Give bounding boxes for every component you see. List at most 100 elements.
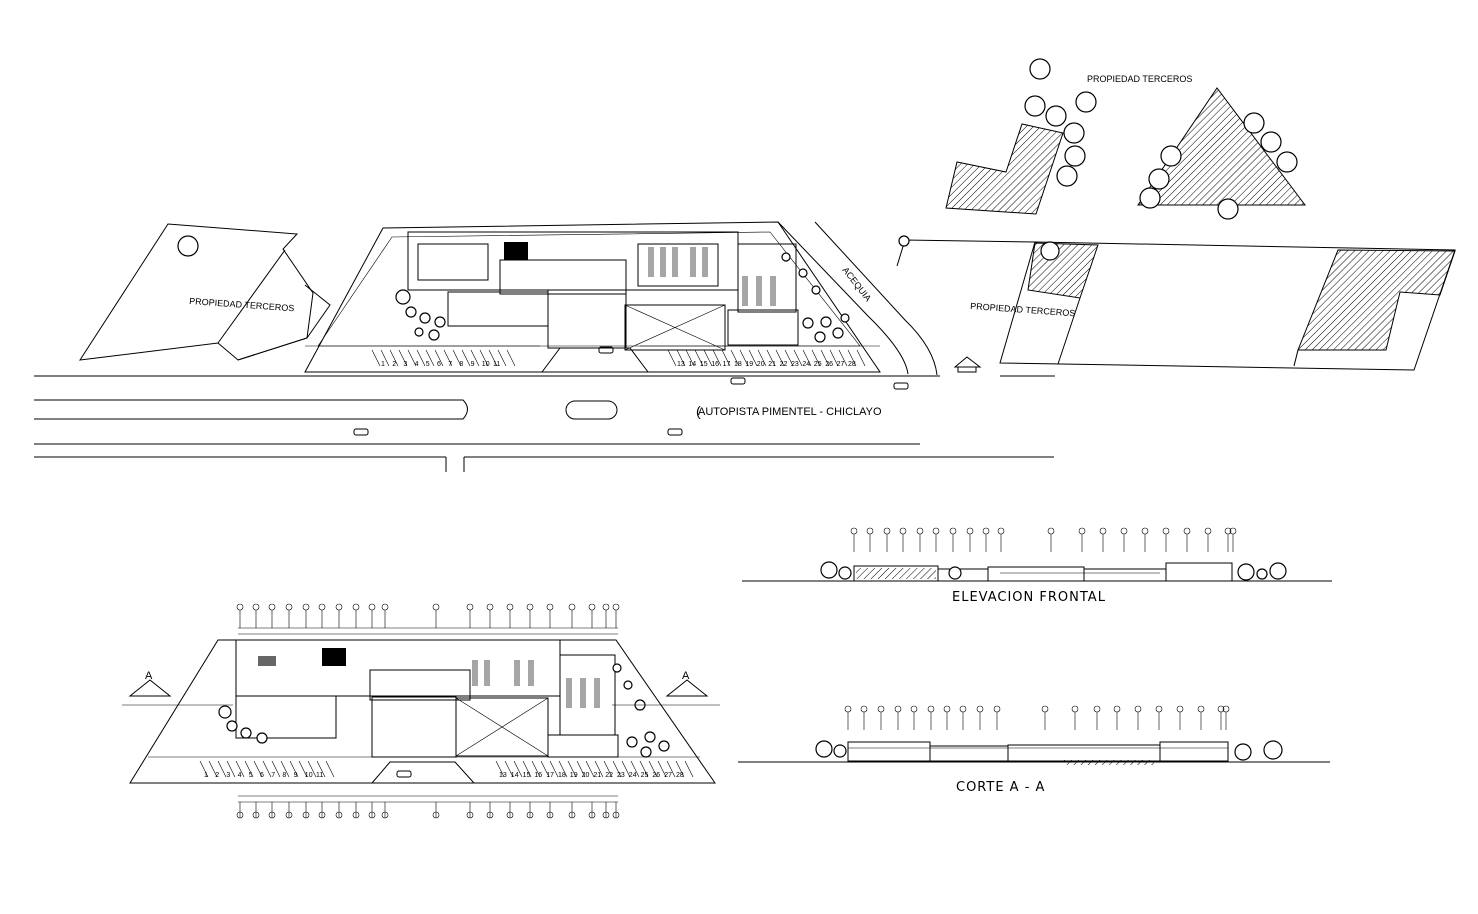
property-outline-right (999, 241, 1456, 371)
plan-block-north (235, 639, 561, 697)
elevation-title: ELEVACION FRONTAL (952, 590, 1106, 605)
grid-axis-top (236, 603, 620, 635)
plan-entrance-hall (371, 696, 457, 758)
parking-stalls-top (371, 349, 866, 367)
property-label-top: PROPIEDAD TERCEROS (1087, 74, 1192, 84)
grid-axis-bubble (850, 527, 858, 535)
elevation-grid-axes (850, 527, 1237, 552)
grid-axis-bubble (368, 603, 376, 611)
section-marker-right: A (665, 670, 709, 697)
parking-number: 19 (570, 772, 578, 779)
grid-axis-bubble (943, 705, 951, 713)
highway: AUTOPISTA PIMENTEL - CHICLAYO ( (34, 346, 1055, 472)
grid-axis-bubble (1155, 705, 1163, 713)
section-marker-left: A (128, 670, 172, 697)
elevation-hatching (856, 568, 936, 579)
svg-text:(: ( (696, 403, 701, 419)
parking-number: 18 (558, 772, 566, 779)
median-left (34, 399, 468, 420)
grid-axis-bubble (432, 603, 440, 611)
parking-number: 2 (215, 772, 219, 779)
grid-axis-bubble (916, 527, 924, 535)
parking-number: 26 (652, 772, 660, 779)
grid-axis-bubble (1071, 705, 1079, 713)
parking-number: 13 (677, 361, 685, 368)
parking-number: 17 (546, 772, 554, 779)
parking-number: 23 (791, 361, 799, 368)
grid-axis-bubble (959, 705, 967, 713)
parking-number: 24 (629, 772, 637, 779)
grid-axis-bubble (993, 705, 1001, 713)
parking-number: 8 (459, 361, 463, 368)
parking-number: 20 (582, 772, 590, 779)
grid-axis-bubble (1078, 527, 1086, 535)
seating-grid (648, 247, 776, 306)
svg-text:A: A (682, 670, 690, 682)
grid-axis-bubble (910, 705, 918, 713)
grid-axis-bubble (1047, 527, 1055, 535)
grid-axis-bubble (302, 603, 310, 611)
grid-axis-bubble (844, 705, 852, 713)
grid-axis-bubble (1134, 705, 1142, 713)
elevation-trees (820, 561, 1287, 581)
section-title: CORTE A - A (956, 780, 1045, 795)
parking-number: 2 (392, 361, 396, 368)
parking-number: 15 (523, 772, 531, 779)
plan-boundary (129, 639, 716, 784)
grid-axis-bubble (506, 603, 514, 611)
parking-number: 28 (848, 361, 856, 368)
plan-parking-stalls (199, 760, 694, 778)
parking-number: 1 (204, 772, 208, 779)
grid-axis-bubble (318, 603, 326, 611)
grid-axis-bubble (486, 603, 494, 611)
grid-axis-bubble (526, 603, 534, 611)
grid-axis-bubble (612, 603, 620, 611)
grid-axis-bubble (602, 603, 610, 611)
parking-number: 9 (294, 772, 298, 779)
grid-axis-bubble (268, 603, 276, 611)
parking-number: 17 (723, 361, 731, 368)
parking-number: 20 (757, 361, 765, 368)
parking-number: 11 (316, 772, 323, 779)
grid-axis-bubble (1113, 705, 1121, 713)
auditorium (737, 243, 797, 313)
grid-axis-bubble (860, 705, 868, 713)
third-party-property-top: PROPIEDAD TERCEROS (945, 58, 1307, 220)
grid-axis-bubble (1099, 527, 1107, 535)
parking-number: 25 (641, 772, 649, 779)
grid-axis-bottom (236, 795, 620, 819)
parking-number: 27 (664, 772, 672, 779)
parking-number: 27 (837, 361, 845, 368)
grid-axis-bubble (1197, 705, 1205, 713)
parking-number: 10 (482, 361, 490, 368)
parking-number: 25 (814, 361, 822, 368)
highway-label: AUTOPISTA PIMENTEL - CHICLAYO (698, 406, 882, 418)
site-trees-top (395, 252, 850, 343)
tree-cluster-top (1024, 58, 1298, 220)
parking-number: 14 (511, 772, 519, 779)
parking-number: 13 (499, 772, 507, 779)
parking-number: 22 (780, 361, 788, 368)
site-marker-icon (953, 356, 982, 373)
property-label-right: PROPIEDAD TERCEROS (970, 301, 1076, 318)
grid-axis-bubble (335, 603, 343, 611)
grid-axis-bubble (932, 527, 940, 535)
plan-trees (218, 663, 670, 758)
grid-axis-bubble (1041, 705, 1049, 713)
grid-axis-bubble (285, 603, 293, 611)
grid-axis-bubble (997, 527, 1005, 535)
grid-axis-bubble (568, 603, 576, 611)
parking-number: 23 (617, 772, 625, 779)
hatched-building-left (945, 123, 1064, 215)
acequia-label: ACEQUIA (840, 265, 873, 303)
parking-number: 15 (700, 361, 708, 368)
grid-axis-bubble (546, 603, 554, 611)
drop-off (541, 347, 649, 373)
parking-number: 8 (282, 772, 286, 779)
grid-axis-bubble (883, 527, 891, 535)
